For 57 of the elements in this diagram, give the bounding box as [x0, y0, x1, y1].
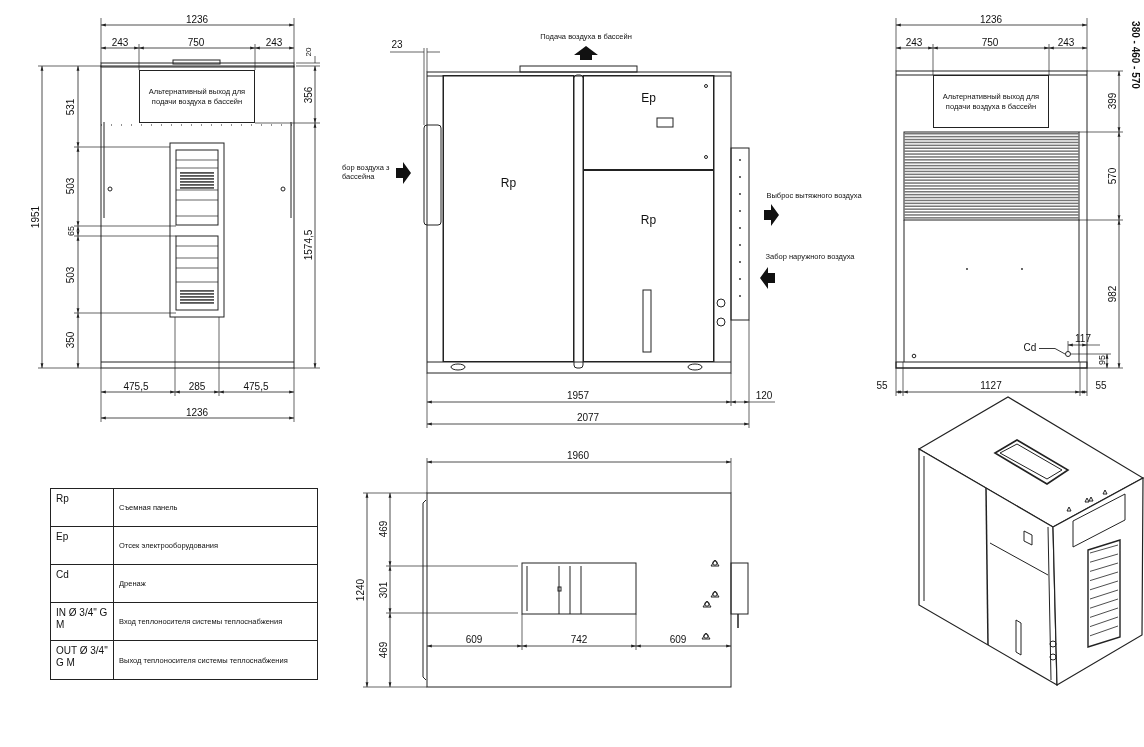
removable-panel — [443, 75, 574, 362]
dimension-label: 503 — [65, 266, 77, 284]
dimension-label: 1236 — [979, 14, 1003, 26]
dimension-label: 55 — [1095, 380, 1107, 392]
dimension-label: 399 — [1107, 92, 1119, 110]
dimension-label: 1236 — [185, 14, 209, 26]
electrical-panel — [583, 75, 714, 170]
dimension-label: 243 — [1057, 37, 1075, 49]
dimension-label: 1127 — [980, 380, 1002, 392]
symbol-text: OUT Ø 3/4" G M — [56, 645, 108, 669]
dimension-label: 475,5 — [123, 381, 149, 393]
dimension-label: 117 — [1075, 333, 1091, 345]
symbol-text: Cd — [56, 569, 69, 581]
dimension-label: 285 — [188, 381, 206, 393]
dimension-label: 65 — [65, 226, 77, 236]
panel-text: Ep — [640, 91, 657, 106]
dimension-label: 750 — [981, 37, 999, 49]
dimension-label: 531 — [65, 98, 77, 116]
symbol-text: Ep — [56, 531, 69, 543]
dimension-label: 570 — [1107, 167, 1119, 185]
dimension-label: 503 — [65, 177, 77, 195]
dimension-label: 301 — [378, 581, 390, 599]
outlet-panel — [933, 75, 1049, 128]
dimension-label: 350 — [65, 331, 77, 349]
dimension-label: 95 — [1096, 355, 1108, 365]
dimension-label: 120 — [755, 390, 773, 402]
dimension-label: 982 — [1107, 285, 1119, 303]
dimension-label: 609 — [465, 634, 483, 646]
dimension-label: 1574,5 — [303, 229, 315, 261]
panel-text: Rp — [639, 213, 658, 228]
dimension-label: 243 — [905, 37, 923, 49]
panel-text: Rp — [499, 176, 518, 191]
dimension-label: 2077 — [576, 412, 600, 424]
leader-line — [1038, 348, 1066, 355]
dimension-label: 750 — [187, 37, 205, 49]
dimension-label: 609 — [669, 634, 687, 646]
dimension-label: 380 - 460 - 570 — [1129, 21, 1141, 89]
dimension-label: 742 — [570, 634, 588, 646]
dimension-label: 469 — [378, 520, 390, 538]
removable-panel — [583, 170, 714, 362]
dimension-label: 243 — [111, 37, 129, 49]
dimension-label: 1960 — [566, 450, 590, 462]
annotation-text: 20 — [304, 47, 314, 57]
symbol-text: Rp — [56, 493, 69, 505]
symbol-text: IN Ø 3/4" G M — [56, 607, 108, 631]
outlet-panel — [139, 70, 255, 123]
dimension-label: 1957 — [566, 390, 590, 402]
callout-text: Cd — [1022, 342, 1038, 355]
dimension-label: 243 — [265, 37, 283, 49]
dimension-label: 55 — [876, 380, 888, 392]
dimension-label: 23 — [391, 39, 403, 51]
dimension-label: 469 — [378, 641, 390, 659]
dimension-label: 1236 — [185, 407, 209, 419]
dimension-label: 356 — [303, 86, 315, 104]
dimension-label: 1240 — [355, 578, 367, 602]
dimension-label: 475,5 — [243, 381, 269, 393]
dimension-label: 1951 — [30, 205, 42, 229]
